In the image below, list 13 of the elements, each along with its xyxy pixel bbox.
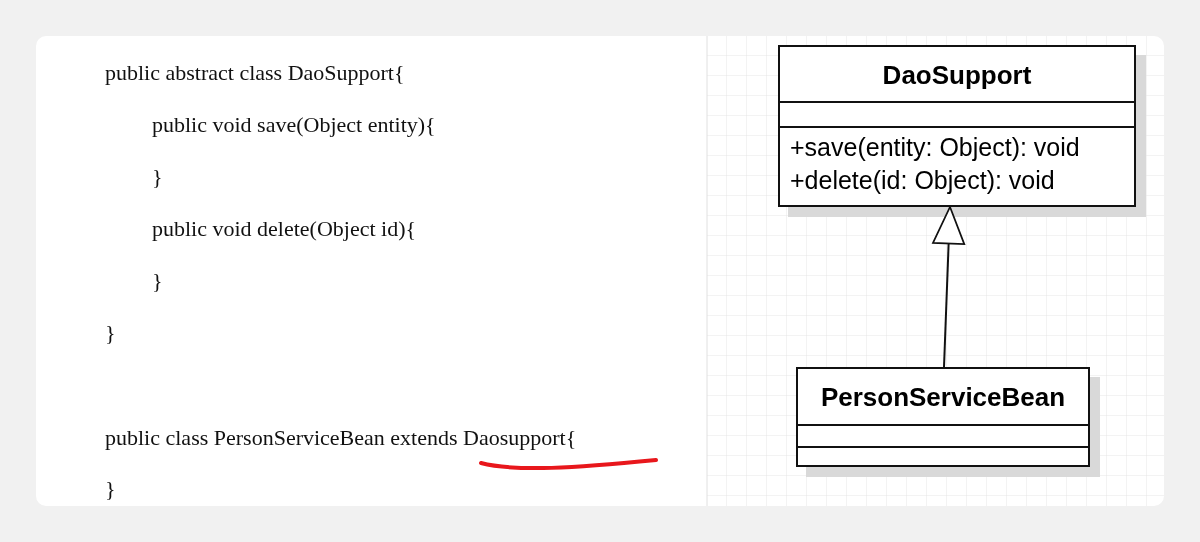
code-line: } (105, 476, 116, 502)
code-line: public abstract class DaoSupport{ (105, 60, 405, 86)
code-line: } (152, 268, 163, 294)
code-line: } (105, 320, 116, 346)
code-line: public void delete(Object id){ (152, 216, 417, 242)
code-line: public void save(Object entity){ (152, 112, 436, 138)
code-line: public class PersonServiceBean extends Daosupport{ (105, 425, 577, 451)
class-name: DaoSupport (882, 60, 1032, 90)
code-line: } (152, 164, 163, 190)
method-signature: +delete(id: Object): void (790, 166, 1055, 194)
inheritance-arrow (932, 206, 966, 368)
class-name: PersonServiceBean (820, 382, 1066, 412)
method-signature: +save(entity: Object): void (790, 133, 1080, 161)
